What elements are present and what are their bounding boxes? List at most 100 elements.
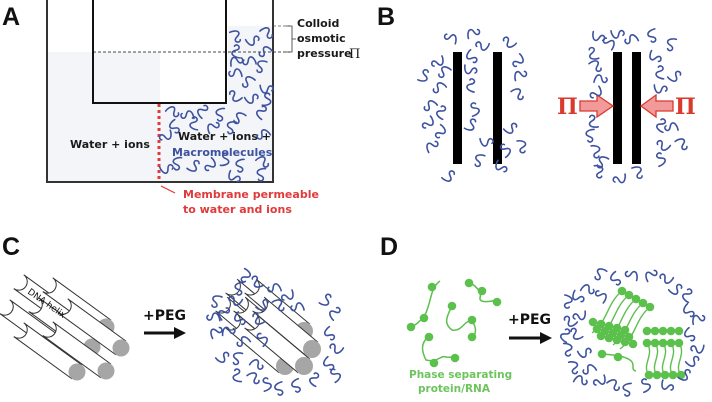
macromolecule-icon xyxy=(682,326,699,343)
macromolecule-icon xyxy=(636,377,653,394)
protein-chain xyxy=(465,280,497,303)
macromolecule-icon xyxy=(513,139,528,155)
pressure-symbol: Π xyxy=(349,47,360,62)
macromolecule-icon xyxy=(592,72,609,89)
protein-bead xyxy=(650,326,660,336)
macromolecule-icon xyxy=(665,37,679,52)
protein-bead xyxy=(638,298,648,308)
panel-c: C DNA helix +PEG xyxy=(0,233,345,397)
dna-end-cap xyxy=(97,362,115,380)
protein-bead xyxy=(427,282,437,292)
protein-bead xyxy=(419,313,429,323)
pressure-symbol-left: Π xyxy=(557,94,578,120)
macromolecule-icon xyxy=(501,33,518,50)
peg-label-c: +PEG xyxy=(143,308,186,324)
inner-container xyxy=(92,0,227,104)
protein-bead xyxy=(645,302,655,312)
macromolecule-icon xyxy=(611,170,627,185)
macromolecule-icon xyxy=(231,351,245,366)
plate-left-1 xyxy=(453,52,462,164)
macromolecule-icon xyxy=(425,140,440,154)
macromolecule-icon xyxy=(661,379,675,391)
pressure-bracket xyxy=(286,25,296,53)
outer-container xyxy=(46,0,274,183)
protein-bead xyxy=(467,315,477,325)
macromolecule-icon xyxy=(572,373,589,390)
protein-bead xyxy=(450,353,460,363)
protein-bead xyxy=(424,332,434,342)
macromolecule-icon xyxy=(327,306,344,322)
macromolecule-icon xyxy=(587,144,602,160)
protein-bead xyxy=(668,370,678,380)
macromolecule-icon xyxy=(596,155,610,170)
macromolecule-icon xyxy=(652,80,669,96)
macromolecule-icon xyxy=(658,269,675,286)
macromolecule-icon xyxy=(430,55,444,67)
macromolecule-icon xyxy=(583,127,599,144)
pressure-arrow-left xyxy=(639,93,674,119)
macromolecule-icon xyxy=(667,280,684,297)
protein-chain xyxy=(669,342,675,376)
pressure-label-line1: Colloid xyxy=(297,17,339,30)
left-compartment-label: Water + ions xyxy=(70,138,150,151)
macromolecule-icon xyxy=(257,376,274,393)
macromolecule-icon xyxy=(280,289,294,301)
right-compartment-label-line2: Macromolecules xyxy=(172,146,273,159)
dna-cylinder xyxy=(57,298,127,356)
macromolecule-icon xyxy=(592,374,606,386)
macromolecule-icon xyxy=(443,32,458,46)
protein-chain xyxy=(645,342,651,376)
protein-bead xyxy=(658,326,668,336)
panel-label-c: C xyxy=(2,233,20,261)
macromolecule-icon xyxy=(211,295,223,309)
macromolecule-icon xyxy=(666,67,683,84)
macromolecule-icon xyxy=(440,167,456,184)
macromolecule-icon xyxy=(307,371,324,388)
protein-bead xyxy=(477,286,487,296)
protein-bead xyxy=(628,339,638,349)
macromolecule-icon xyxy=(230,367,246,384)
macromolecule-icon xyxy=(579,282,596,299)
macromolecule-icon xyxy=(328,339,345,356)
dna-cylinder xyxy=(42,321,112,379)
protein-bead xyxy=(447,301,457,311)
dna-cylinder xyxy=(225,313,292,374)
protein-bead xyxy=(588,317,598,327)
plate-left-2 xyxy=(613,52,622,164)
macromolecule-icon xyxy=(592,289,609,305)
macromolecule-icon xyxy=(624,269,639,283)
macromolecule-icon xyxy=(463,117,477,132)
pressure-label-line2: osmotic xyxy=(297,32,346,45)
species-label-line2: protein/RNA xyxy=(418,383,491,395)
protein-condensate xyxy=(588,286,686,380)
panel-label-d: D xyxy=(380,233,398,261)
protein-bead xyxy=(467,332,477,342)
arrow-d xyxy=(509,332,552,344)
dispersed-protein-chains xyxy=(406,278,502,368)
protein-bead xyxy=(644,370,654,380)
macromolecule-icon xyxy=(631,166,643,180)
macromolecule-icon xyxy=(648,49,663,63)
macromolecule-icon xyxy=(214,348,231,365)
macromolecule-icon xyxy=(600,36,616,51)
macromolecule-icon xyxy=(684,352,701,369)
peg-label-d: +PEG xyxy=(508,312,551,328)
macromolecule-icon xyxy=(569,325,584,341)
macromolecule-icon xyxy=(422,98,439,115)
macromolecule-icon xyxy=(474,36,491,53)
macromolecule-icon xyxy=(478,132,495,149)
macromolecule-icon xyxy=(605,377,621,394)
macromolecule-icon xyxy=(289,377,306,394)
protein-bead xyxy=(617,286,627,296)
macromolecule-icon xyxy=(663,120,680,137)
dna-cylinder xyxy=(13,322,83,380)
macromolecule-icon xyxy=(651,151,668,168)
macromolecule-icon xyxy=(419,115,435,130)
macromolecule-icon xyxy=(466,27,481,41)
macromolecule-icon xyxy=(321,355,338,372)
protein-bead xyxy=(604,333,614,343)
panel-label-a: A xyxy=(2,3,20,31)
plate-right-1 xyxy=(493,52,502,164)
protein-bead xyxy=(596,331,606,341)
